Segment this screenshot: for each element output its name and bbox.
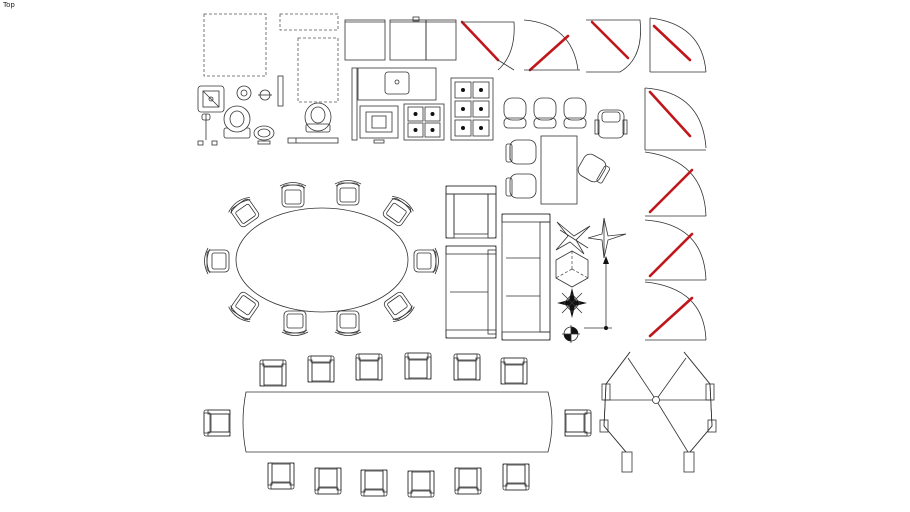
counter-unit-3[interactable] [425, 19, 457, 61]
dining-chair-2[interactable] [505, 173, 537, 199]
door-swing-4[interactable] [649, 17, 707, 73]
dining-set[interactable] [505, 135, 612, 205]
oval-chair-6[interactable] [413, 247, 439, 275]
lounge-chair-2[interactable] [533, 97, 557, 121]
grab-bar [277, 75, 284, 107]
lounge-chair-3[interactable] [563, 97, 587, 121]
north-arrow-1[interactable] [555, 221, 591, 255]
oval-chair-8[interactable] [281, 310, 309, 336]
oval-chair-2[interactable] [334, 180, 362, 206]
conf-chair-bottom-6[interactable] [502, 463, 530, 491]
kitchen-sink[interactable] [351, 67, 437, 141]
conf-chair-top-4[interactable] [404, 352, 432, 380]
folding-door-left[interactable] [599, 351, 657, 473]
bidet[interactable] [287, 102, 339, 144]
cooktop-4-burner[interactable] [403, 103, 445, 141]
conf-chair-bottom-2[interactable] [314, 467, 342, 495]
rectangular-conference-table[interactable] [242, 391, 553, 453]
office-chair[interactable] [594, 109, 628, 139]
oval-chair-4[interactable] [226, 194, 263, 230]
wash-basin[interactable] [253, 125, 275, 145]
hexagon-cube-symbol[interactable] [555, 250, 589, 288]
shower-area[interactable] [203, 13, 267, 77]
counter-unit-1[interactable] [344, 19, 386, 61]
door-swing-5[interactable] [644, 87, 707, 151]
drawing-symbols[interactable] [555, 217, 627, 343]
swing-doors-right[interactable] [644, 87, 707, 341]
shower-tray[interactable] [197, 85, 225, 113]
conf-chair-bottom-4[interactable] [407, 470, 435, 498]
view-label: Top [3, 1, 15, 9]
compass-rose-icon[interactable] [557, 288, 587, 318]
conf-chair-bottom-3[interactable] [360, 469, 388, 497]
oval-conference-table[interactable] [235, 207, 409, 313]
conf-chair-right[interactable] [564, 409, 592, 437]
bathroom-fixtures[interactable] [197, 13, 339, 146]
conf-chair-top-3[interactable] [355, 353, 383, 381]
door-swing-8[interactable] [644, 281, 707, 341]
folding-door-pivot [652, 396, 660, 404]
oval-conference-set[interactable] [204, 180, 439, 336]
section-marker-icon[interactable] [562, 325, 580, 343]
folding-door-right[interactable] [655, 351, 717, 473]
kitchen-fixtures[interactable] [344, 16, 494, 144]
conf-chair-top-5[interactable] [453, 353, 481, 381]
dining-table[interactable] [540, 135, 578, 205]
lounge-chairs[interactable] [503, 97, 628, 139]
oval-chair-3[interactable] [379, 193, 416, 229]
conf-chair-bottom-5[interactable] [454, 467, 482, 495]
three-seat-sofa[interactable] [501, 213, 551, 341]
toilet[interactable] [223, 105, 251, 139]
oval-chair-1[interactable] [279, 182, 307, 208]
towel-bar [201, 113, 211, 140]
door-swing-3[interactable] [586, 19, 641, 73]
door-swing-1[interactable] [460, 20, 515, 71]
armchair-sofa[interactable] [445, 185, 497, 239]
conf-chair-top-2[interactable] [307, 355, 335, 383]
sofas[interactable] [445, 185, 551, 341]
oval-chair-9[interactable] [334, 310, 362, 336]
conf-chair-bottom-1[interactable] [267, 462, 295, 490]
bath-area-top[interactable] [279, 13, 339, 31]
door-swing-6[interactable] [644, 151, 707, 217]
floor-drain [236, 85, 252, 101]
conf-chair-left[interactable] [203, 409, 231, 437]
oval-chair-7[interactable] [226, 289, 263, 325]
dining-chair-1[interactable] [505, 139, 537, 165]
conf-chair-top-6[interactable] [500, 357, 528, 385]
cooktop-6-burner[interactable] [450, 77, 494, 141]
elevation-marker-icon[interactable] [584, 256, 612, 330]
folding-doors[interactable] [599, 351, 717, 473]
counter-unit-2[interactable] [389, 19, 427, 61]
door-swing-2[interactable] [523, 19, 580, 72]
oval-chair-5[interactable] [204, 247, 230, 275]
lounge-chair-1[interactable] [503, 97, 527, 121]
bath-area[interactable] [297, 37, 339, 103]
door-swing-7[interactable] [644, 219, 707, 281]
conf-chair-top-1[interactable] [259, 359, 287, 387]
rectangular-conference-set[interactable] [203, 352, 592, 498]
swing-doors-top[interactable] [460, 17, 707, 73]
north-arrow-2[interactable] [587, 217, 627, 259]
two-seat-sofa[interactable] [445, 245, 497, 339]
dining-chair-3[interactable] [576, 152, 612, 187]
utility-sink[interactable] [359, 105, 399, 144]
